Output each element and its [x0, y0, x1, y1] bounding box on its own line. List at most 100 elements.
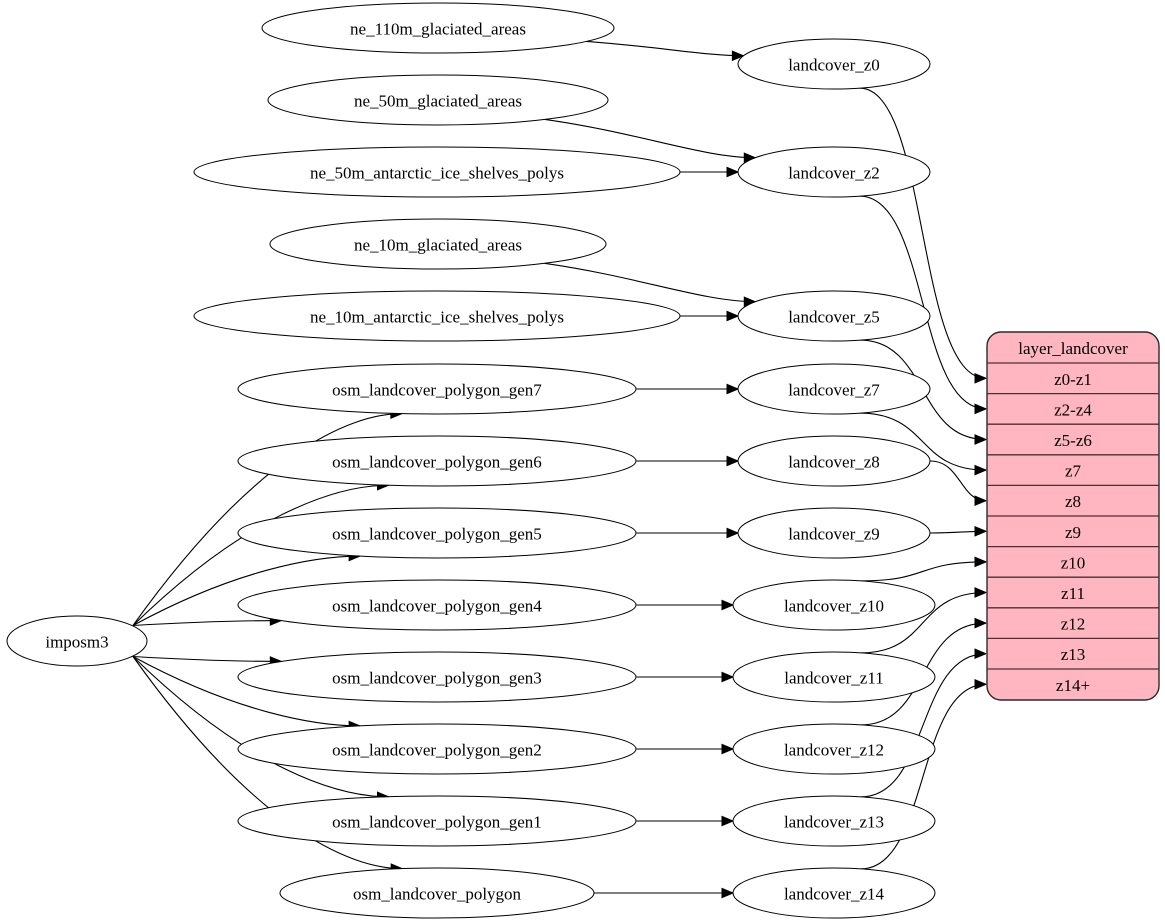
- node-label: osm_landcover_polygon_gen4: [332, 597, 542, 616]
- edge-landcover_z11-to-layer_landcover_z11: [860, 591, 987, 654]
- node-landcover_z2[interactable]: landcover_z2: [737, 146, 931, 198]
- node-landcover_z5[interactable]: landcover_z5: [737, 290, 931, 342]
- node-ellipse: [237, 651, 637, 703]
- edge-ne_10m_glaciated_areas-to-landcover_z5: [544, 262, 756, 303]
- node-label: landcover_z10: [784, 597, 884, 616]
- table-row-z11[interactable]: z11: [1061, 584, 1085, 603]
- edge-imposm3-to-osm_landcover_polygon_gen2: [132, 656, 361, 727]
- node-osm_landcover_polygon_gen4[interactable]: osm_landcover_polygon_gen4: [237, 579, 637, 631]
- node-label: ne_10m_antarctic_ice_shelves_polys: [310, 308, 564, 327]
- table-row-z8[interactable]: z8: [1065, 492, 1081, 511]
- edge-landcover_z0-to-layer_landcover_z0-z1: [859, 87, 987, 379]
- node-label: ne_50m_antarctic_ice_shelves_polys: [310, 164, 564, 183]
- node-ne_50m_glaciated_areas[interactable]: ne_50m_glaciated_areas: [267, 74, 609, 126]
- node-ellipse: [737, 38, 931, 90]
- node-ellipse: [237, 507, 637, 559]
- node-ellipse: [732, 651, 936, 703]
- node-label: landcover_z14: [784, 885, 885, 904]
- edge-arrowhead: [974, 556, 988, 568]
- table-row-z2-z4[interactable]: z2-z4: [1054, 400, 1092, 419]
- node-ellipse: [279, 867, 595, 919]
- node-osm_landcover_polygon_gen6[interactable]: osm_landcover_polygon_gen6: [237, 435, 637, 487]
- edge-arrowhead: [726, 166, 740, 178]
- node-osm_landcover_polygon_gen3[interactable]: osm_landcover_polygon_gen3: [237, 651, 637, 703]
- node-label: landcover_z5: [788, 308, 880, 327]
- node-ellipse: [237, 363, 637, 415]
- table-row-z9[interactable]: z9: [1065, 523, 1081, 542]
- edge-arrowhead: [721, 671, 735, 683]
- node-landcover_z9[interactable]: landcover_z9: [737, 507, 931, 559]
- node-label: landcover_z2: [788, 164, 880, 183]
- node-landcover_z10[interactable]: landcover_z10: [732, 579, 936, 631]
- table-row-z0-z1[interactable]: z0-z1: [1054, 370, 1092, 389]
- node-ellipse: [6, 615, 148, 667]
- node-label: ne_50m_glaciated_areas: [354, 92, 522, 111]
- node-layer: imposm3 ne_110m_glaciated_areas ne_50m_gla…: [6, 2, 936, 919]
- node-osm_landcover_polygon[interactable]: osm_landcover_polygon: [279, 867, 595, 919]
- node-label: landcover_z13: [784, 813, 884, 832]
- edge-landcover_z13-to-layer_landcover_z13: [860, 653, 987, 798]
- node-ne_50m_antarctic_ice_shelves_polys[interactable]: ne_50m_antarctic_ice_shelves_polys: [193, 146, 681, 198]
- node-osm_landcover_polygon_gen2[interactable]: osm_landcover_polygon_gen2: [237, 723, 637, 775]
- node-ellipse: [737, 435, 931, 487]
- edge-ne_110m_glaciated_areas-to-landcover_z0: [586, 40, 744, 57]
- edge-ne_50m_glaciated_areas-to-landcover_z2: [544, 118, 756, 159]
- node-ellipse: [732, 579, 936, 631]
- layer-table-header: layer_landcover: [1018, 339, 1128, 358]
- edge-imposm3-to-osm_landcover_polygon_gen6: [132, 484, 389, 626]
- node-landcover_z14[interactable]: landcover_z14: [732, 867, 936, 919]
- node-ellipse: [732, 795, 936, 847]
- table-row-z12[interactable]: z12: [1061, 615, 1086, 634]
- node-label: ne_110m_glaciated_areas: [350, 20, 526, 39]
- node-ne_110m_glaciated_areas[interactable]: ne_110m_glaciated_areas: [261, 2, 615, 54]
- node-landcover_z11[interactable]: landcover_z11: [732, 651, 936, 703]
- edge-arrowhead: [974, 403, 988, 415]
- table-row-z5-z6[interactable]: z5-z6: [1054, 431, 1092, 450]
- node-ne_10m_antarctic_ice_shelves_polys[interactable]: ne_10m_antarctic_ice_shelves_polys: [193, 290, 681, 342]
- node-landcover_z7[interactable]: landcover_z7: [737, 363, 931, 415]
- node-ellipse: [269, 218, 607, 270]
- node-label: osm_landcover_polygon_gen7: [332, 381, 542, 400]
- node-imposm3[interactable]: imposm3: [6, 615, 148, 667]
- node-ellipse: [193, 146, 681, 198]
- node-ellipse: [737, 146, 931, 198]
- edge-imposm3-to-osm_landcover_polygon_gen4: [132, 620, 282, 627]
- edge-arrowhead: [721, 599, 735, 611]
- edge-imposm3-to-osm_landcover_polygon_gen3: [132, 655, 282, 662]
- edge-arrowhead: [721, 815, 735, 827]
- edge-arrowhead: [974, 648, 988, 660]
- node-label: landcover_z12: [784, 741, 884, 760]
- node-label: ne_10m_glaciated_areas: [354, 236, 522, 255]
- node-label: landcover_z11: [784, 669, 883, 688]
- node-label: landcover_z7: [788, 381, 880, 400]
- layer-table[interactable]: layer_landcover z0-z1 z2-z4 z5-z6 z7 z8 z9 z10 z…: [986, 331, 1160, 701]
- node-osm_landcover_polygon_gen5[interactable]: osm_landcover_polygon_gen5: [237, 507, 637, 559]
- edge-landcover_z2-to-layer_landcover_z2-z4: [859, 195, 987, 410]
- edge-arrowhead: [726, 383, 740, 395]
- node-label: osm_landcover_polygon_gen5: [332, 525, 542, 544]
- node-ellipse: [267, 74, 609, 126]
- table-row-z7[interactable]: z7: [1065, 462, 1082, 481]
- node-landcover_z12[interactable]: landcover_z12: [732, 723, 936, 775]
- node-label: osm_landcover_polygon_gen2: [332, 741, 542, 760]
- edge-arrowhead: [721, 743, 735, 755]
- edge-arrowhead: [726, 527, 740, 539]
- edge-arrowhead: [726, 310, 740, 322]
- node-landcover_z13[interactable]: landcover_z13: [732, 795, 936, 847]
- table-row-z10[interactable]: z10: [1061, 553, 1086, 572]
- node-osm_landcover_polygon_gen7[interactable]: osm_landcover_polygon_gen7: [237, 363, 637, 415]
- edge-arrowhead: [974, 617, 988, 629]
- node-osm_landcover_polygon_gen1[interactable]: osm_landcover_polygon_gen1: [237, 795, 637, 847]
- table-row-z14+[interactable]: z14+: [1056, 676, 1090, 695]
- table-row-z13[interactable]: z13: [1061, 645, 1086, 664]
- edge-imposm3-to-osm_landcover_polygon_gen1: [132, 656, 389, 798]
- node-landcover_z8[interactable]: landcover_z8: [737, 435, 931, 487]
- node-landcover_z0[interactable]: landcover_z0: [737, 38, 931, 90]
- node-ne_10m_glaciated_areas[interactable]: ne_10m_glaciated_areas: [269, 218, 607, 270]
- node-ellipse: [732, 867, 936, 919]
- node-ellipse: [237, 795, 637, 847]
- node-ellipse: [737, 290, 931, 342]
- edge-arrowhead: [721, 887, 735, 899]
